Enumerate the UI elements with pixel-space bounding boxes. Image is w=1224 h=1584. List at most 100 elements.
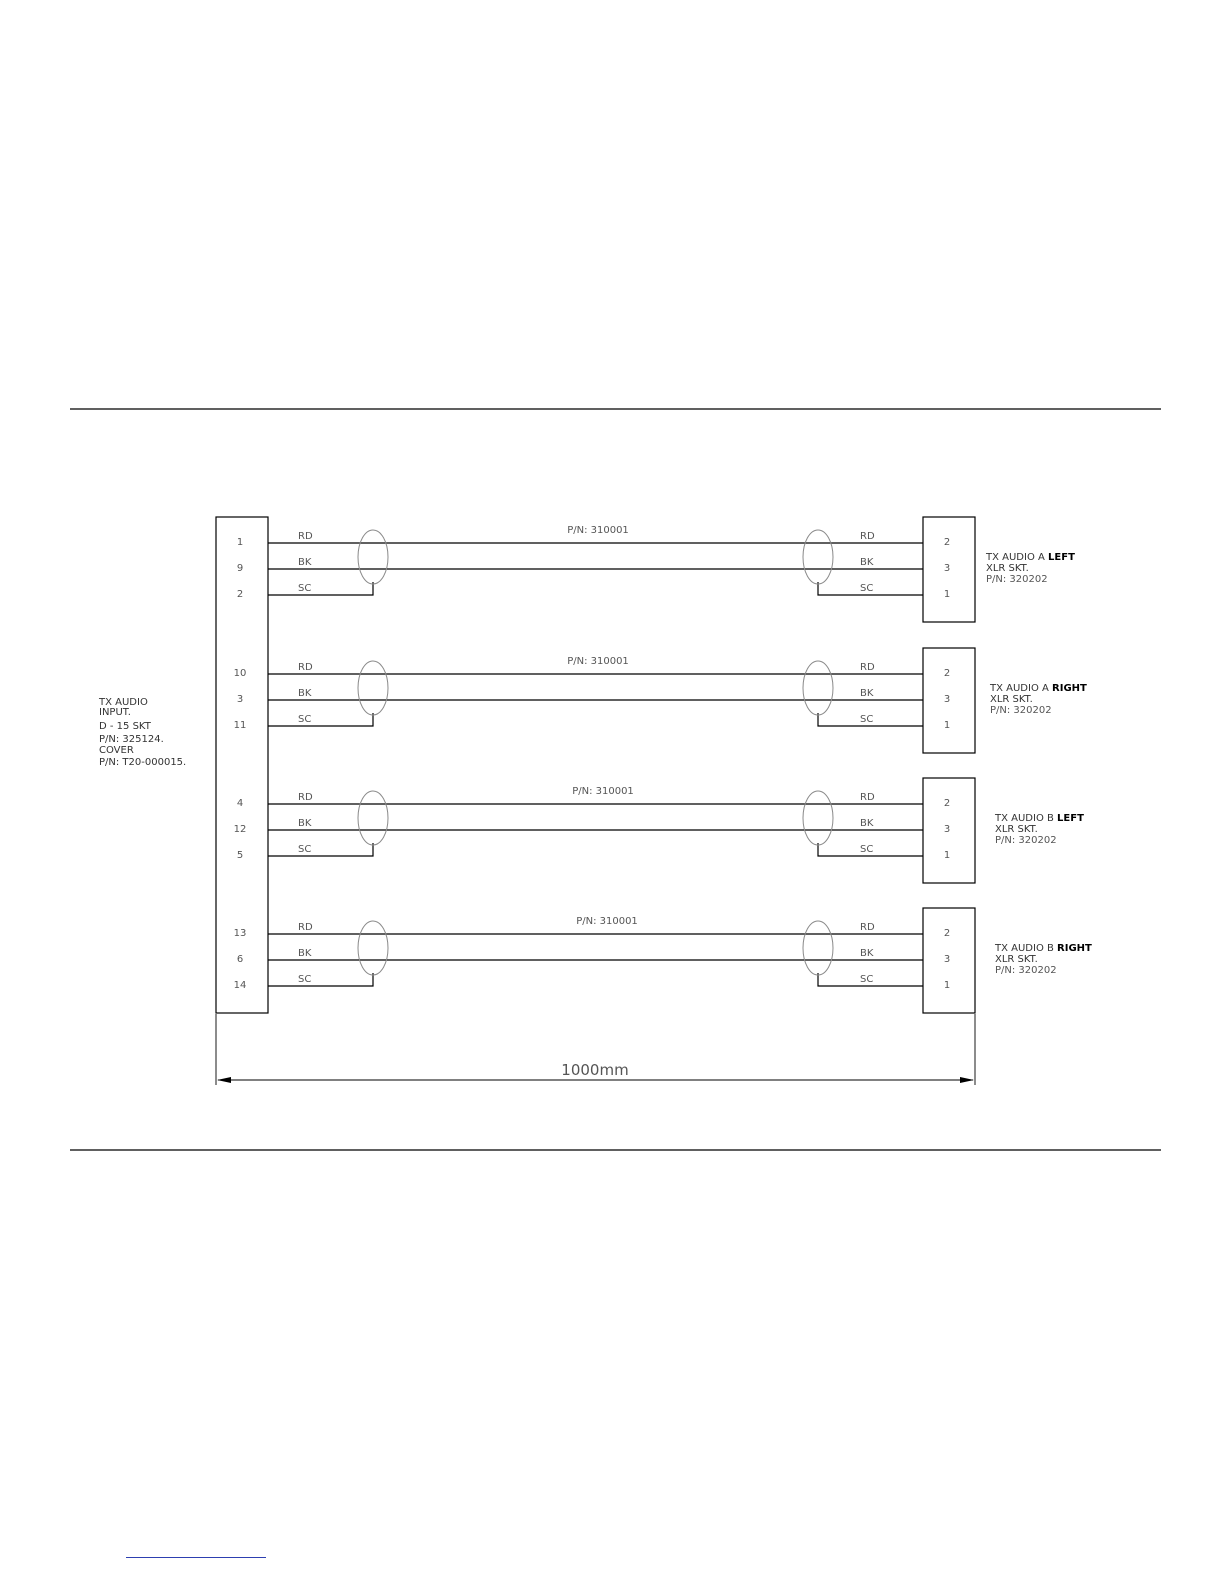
xlr-label-line1: TX AUDIO B LEFT: [994, 813, 1084, 824]
input-label-line: COVER: [99, 745, 134, 756]
xlr-label-line2: XLR SKT.: [995, 824, 1038, 835]
cable-part-number: P/N: 310001: [576, 916, 638, 927]
input-label-line: INPUT.: [99, 707, 131, 718]
wire-code-left: BK: [298, 948, 312, 959]
wire-code-right: SC: [860, 714, 873, 725]
xlr-label-line1: TX AUDIO A RIGHT: [989, 683, 1087, 694]
xlr-pin-number: 2: [944, 537, 950, 548]
screen-wire-right: [817, 713, 923, 727]
xlr-label-channel: TX AUDIO B: [994, 813, 1054, 824]
wire-code-right: SC: [860, 974, 873, 985]
xlr-label-line1: TX AUDIO B RIGHT: [994, 943, 1092, 954]
wire-code-left: BK: [298, 688, 312, 699]
xlr-label-side: LEFT: [1048, 552, 1075, 563]
wire-code-right: RD: [860, 531, 875, 542]
wire-code-right: BK: [860, 688, 874, 699]
cable-assembly: P/N: 310001 13 RD RD 2 6 BK BK 3 14 SC SC 1 TX AUDIO …: [234, 907, 1092, 1014]
xlr-label-channel: TX AUDIO B: [994, 943, 1054, 954]
dimension-label: 1000mm: [561, 1061, 628, 1079]
xlr-pin-number: 3: [944, 563, 950, 574]
input-pin-number: 1: [237, 537, 243, 548]
wire-code-left: BK: [298, 818, 312, 829]
xlr-pin-number: 2: [944, 668, 950, 679]
xlr-label-line1: TX AUDIO A LEFT: [985, 552, 1075, 563]
wire-code-right: RD: [860, 922, 875, 933]
xlr-label-line2: XLR SKT.: [986, 563, 1029, 574]
xlr-pin-number: 2: [944, 798, 950, 809]
cable-part-number: P/N: 310001: [572, 786, 634, 797]
input-pin-number: 4: [237, 798, 243, 809]
xlr-label-line3: P/N: 320202: [986, 574, 1048, 585]
input-pin-number: 2: [237, 589, 243, 600]
input-pin-number: 11: [234, 720, 247, 731]
screen-wire-left: [268, 582, 374, 596]
input-label-line: D - 15 SKT: [99, 721, 152, 732]
xlr-label-side: RIGHT: [1052, 683, 1087, 694]
input-pin-number: 13: [234, 928, 247, 939]
xlr-pin-number: 1: [944, 980, 950, 991]
cable-part-number: P/N: 310001: [567, 656, 629, 667]
input-pin-number: 5: [237, 850, 243, 861]
cable-sheath-right: [802, 660, 834, 716]
xlr-pin-number: 3: [944, 694, 950, 705]
input-pin-number: 3: [237, 694, 243, 705]
wire-code-right: RD: [860, 792, 875, 803]
screen-wire-right: [817, 582, 923, 596]
wire-code-left: RD: [298, 662, 313, 673]
cable-sheath-left: [357, 920, 389, 976]
cable-sheath-left: [357, 790, 389, 846]
wire-code-left: RD: [298, 531, 313, 542]
cable-sheath-left: [357, 660, 389, 716]
wire-code-left: SC: [298, 714, 311, 725]
wire-code-right: BK: [860, 818, 874, 829]
screen-wire-right: [817, 973, 923, 987]
xlr-label-side: LEFT: [1057, 813, 1084, 824]
xlr-pin-number: 3: [944, 954, 950, 965]
wire-code-left: SC: [298, 583, 311, 594]
wire-code-right: RD: [860, 662, 875, 673]
wire-code-right: BK: [860, 948, 874, 959]
xlr-label-channel: TX AUDIO A: [989, 683, 1049, 694]
wire-code-right: SC: [860, 844, 873, 855]
wire-code-left: SC: [298, 974, 311, 985]
wire-code-right: SC: [860, 583, 873, 594]
footer-link-underline[interactable]: [126, 1557, 266, 1558]
input-pin-number: 9: [237, 563, 243, 574]
wire-code-left: RD: [298, 792, 313, 803]
cable-part-number: P/N: 310001: [567, 525, 629, 536]
input-pin-number: 12: [234, 824, 247, 835]
input-label-line: P/N: 325124.: [99, 734, 164, 745]
cable-sheath-right: [802, 529, 834, 585]
input-label-line: P/N: T20-000015.: [99, 757, 186, 768]
cable-sheath-left: [357, 529, 389, 585]
xlr-label-line3: P/N: 320202: [995, 835, 1057, 846]
xlr-label-line3: P/N: 320202: [995, 965, 1057, 976]
xlr-pin-number: 1: [944, 720, 950, 731]
input-pin-number: 14: [234, 980, 247, 991]
xlr-pin-number: 1: [944, 850, 950, 861]
xlr-label-line2: XLR SKT.: [995, 954, 1038, 965]
cable-assembly: P/N: 310001 10 RD RD 2 3 BK BK 3 11 SC SC 1 TX AUDIO …: [234, 647, 1087, 754]
cable-sheath-right: [802, 790, 834, 846]
input-connector-label: TX AUDIO INPUT. D - 15 SKT P/N: 325124. …: [98, 697, 186, 768]
input-pin-number: 10: [234, 668, 247, 679]
input-pin-number: 6: [237, 954, 243, 965]
dimension-arrow-right: [960, 1077, 974, 1083]
wire-code-left: SC: [298, 844, 311, 855]
length-dimension: 1000mm: [215, 1014, 976, 1085]
wire-code-left: RD: [298, 922, 313, 933]
xlr-pin-number: 1: [944, 589, 950, 600]
wire-code-right: BK: [860, 557, 874, 568]
xlr-label-side: RIGHT: [1057, 943, 1092, 954]
input-connector-box: [215, 516, 269, 1014]
xlr-pin-number: 2: [944, 928, 950, 939]
screen-wire-left: [268, 973, 374, 987]
wire-code-left: BK: [298, 557, 312, 568]
screen-wire-left: [268, 843, 374, 857]
screen-wire-right: [817, 843, 923, 857]
cable-sheath-right: [802, 920, 834, 976]
